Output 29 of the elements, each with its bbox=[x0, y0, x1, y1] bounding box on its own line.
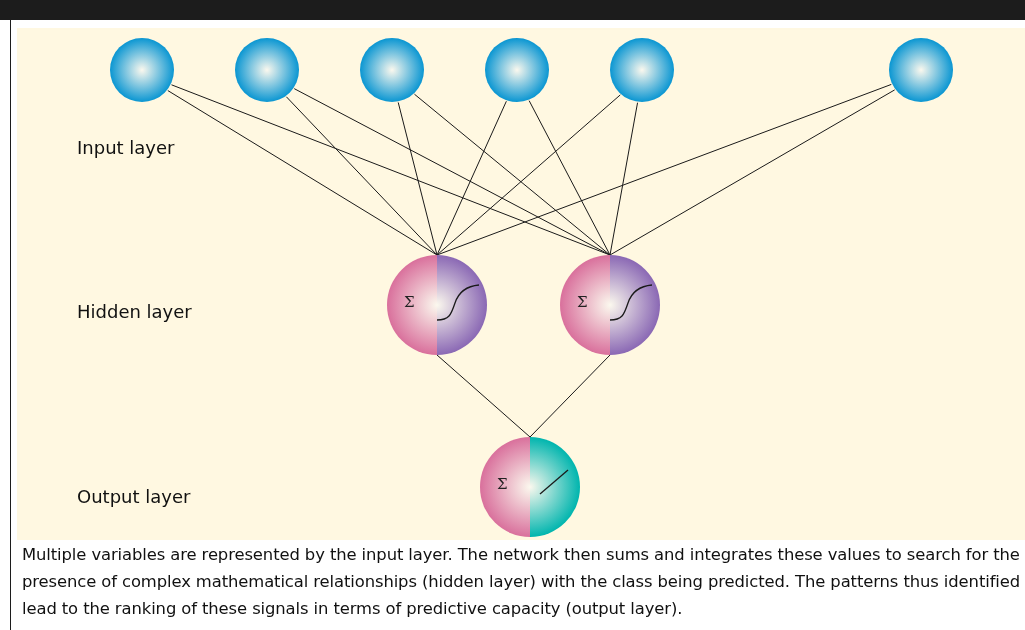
connection-line bbox=[436, 83, 892, 256]
layer-label: Input layer bbox=[77, 137, 175, 158]
connection-line bbox=[397, 101, 438, 256]
connection-line bbox=[436, 354, 531, 438]
input-node-circle bbox=[484, 37, 550, 103]
sum-symbol: Σ bbox=[577, 293, 588, 311]
connection-line bbox=[167, 90, 438, 256]
layer-label: Output layer bbox=[77, 486, 191, 507]
connection-line bbox=[285, 96, 438, 256]
hidden-node-circle bbox=[560, 255, 660, 355]
connection-line bbox=[436, 100, 507, 256]
hidden-node-circle bbox=[387, 255, 487, 355]
input-node-circle bbox=[234, 37, 300, 103]
output-node-circle bbox=[480, 437, 580, 537]
connection-line bbox=[528, 100, 611, 256]
connection-line bbox=[171, 84, 611, 256]
input-node-circle bbox=[109, 37, 175, 103]
caption: Multiple variables are represented by the input layer. The network then sums and integrates these values to search for the presence of complex mathematical relationships (hidden layer) with the class being predicted. The patterns thus identified lead to the ranking of these signals in terms of predictive capacity (output layer). bbox=[22, 544, 1022, 620]
layer-label: Hidden layer bbox=[77, 301, 192, 322]
input-node-circle bbox=[609, 37, 675, 103]
connection-line bbox=[529, 354, 611, 438]
sum-symbol: Σ bbox=[497, 475, 508, 493]
input-node-circle bbox=[359, 37, 425, 103]
connection-line bbox=[609, 89, 896, 256]
connection-line bbox=[436, 94, 621, 256]
input-node-circle bbox=[888, 37, 954, 103]
sum-symbol: Σ bbox=[404, 293, 415, 311]
connection-line bbox=[609, 102, 639, 256]
connection-line bbox=[413, 93, 611, 256]
